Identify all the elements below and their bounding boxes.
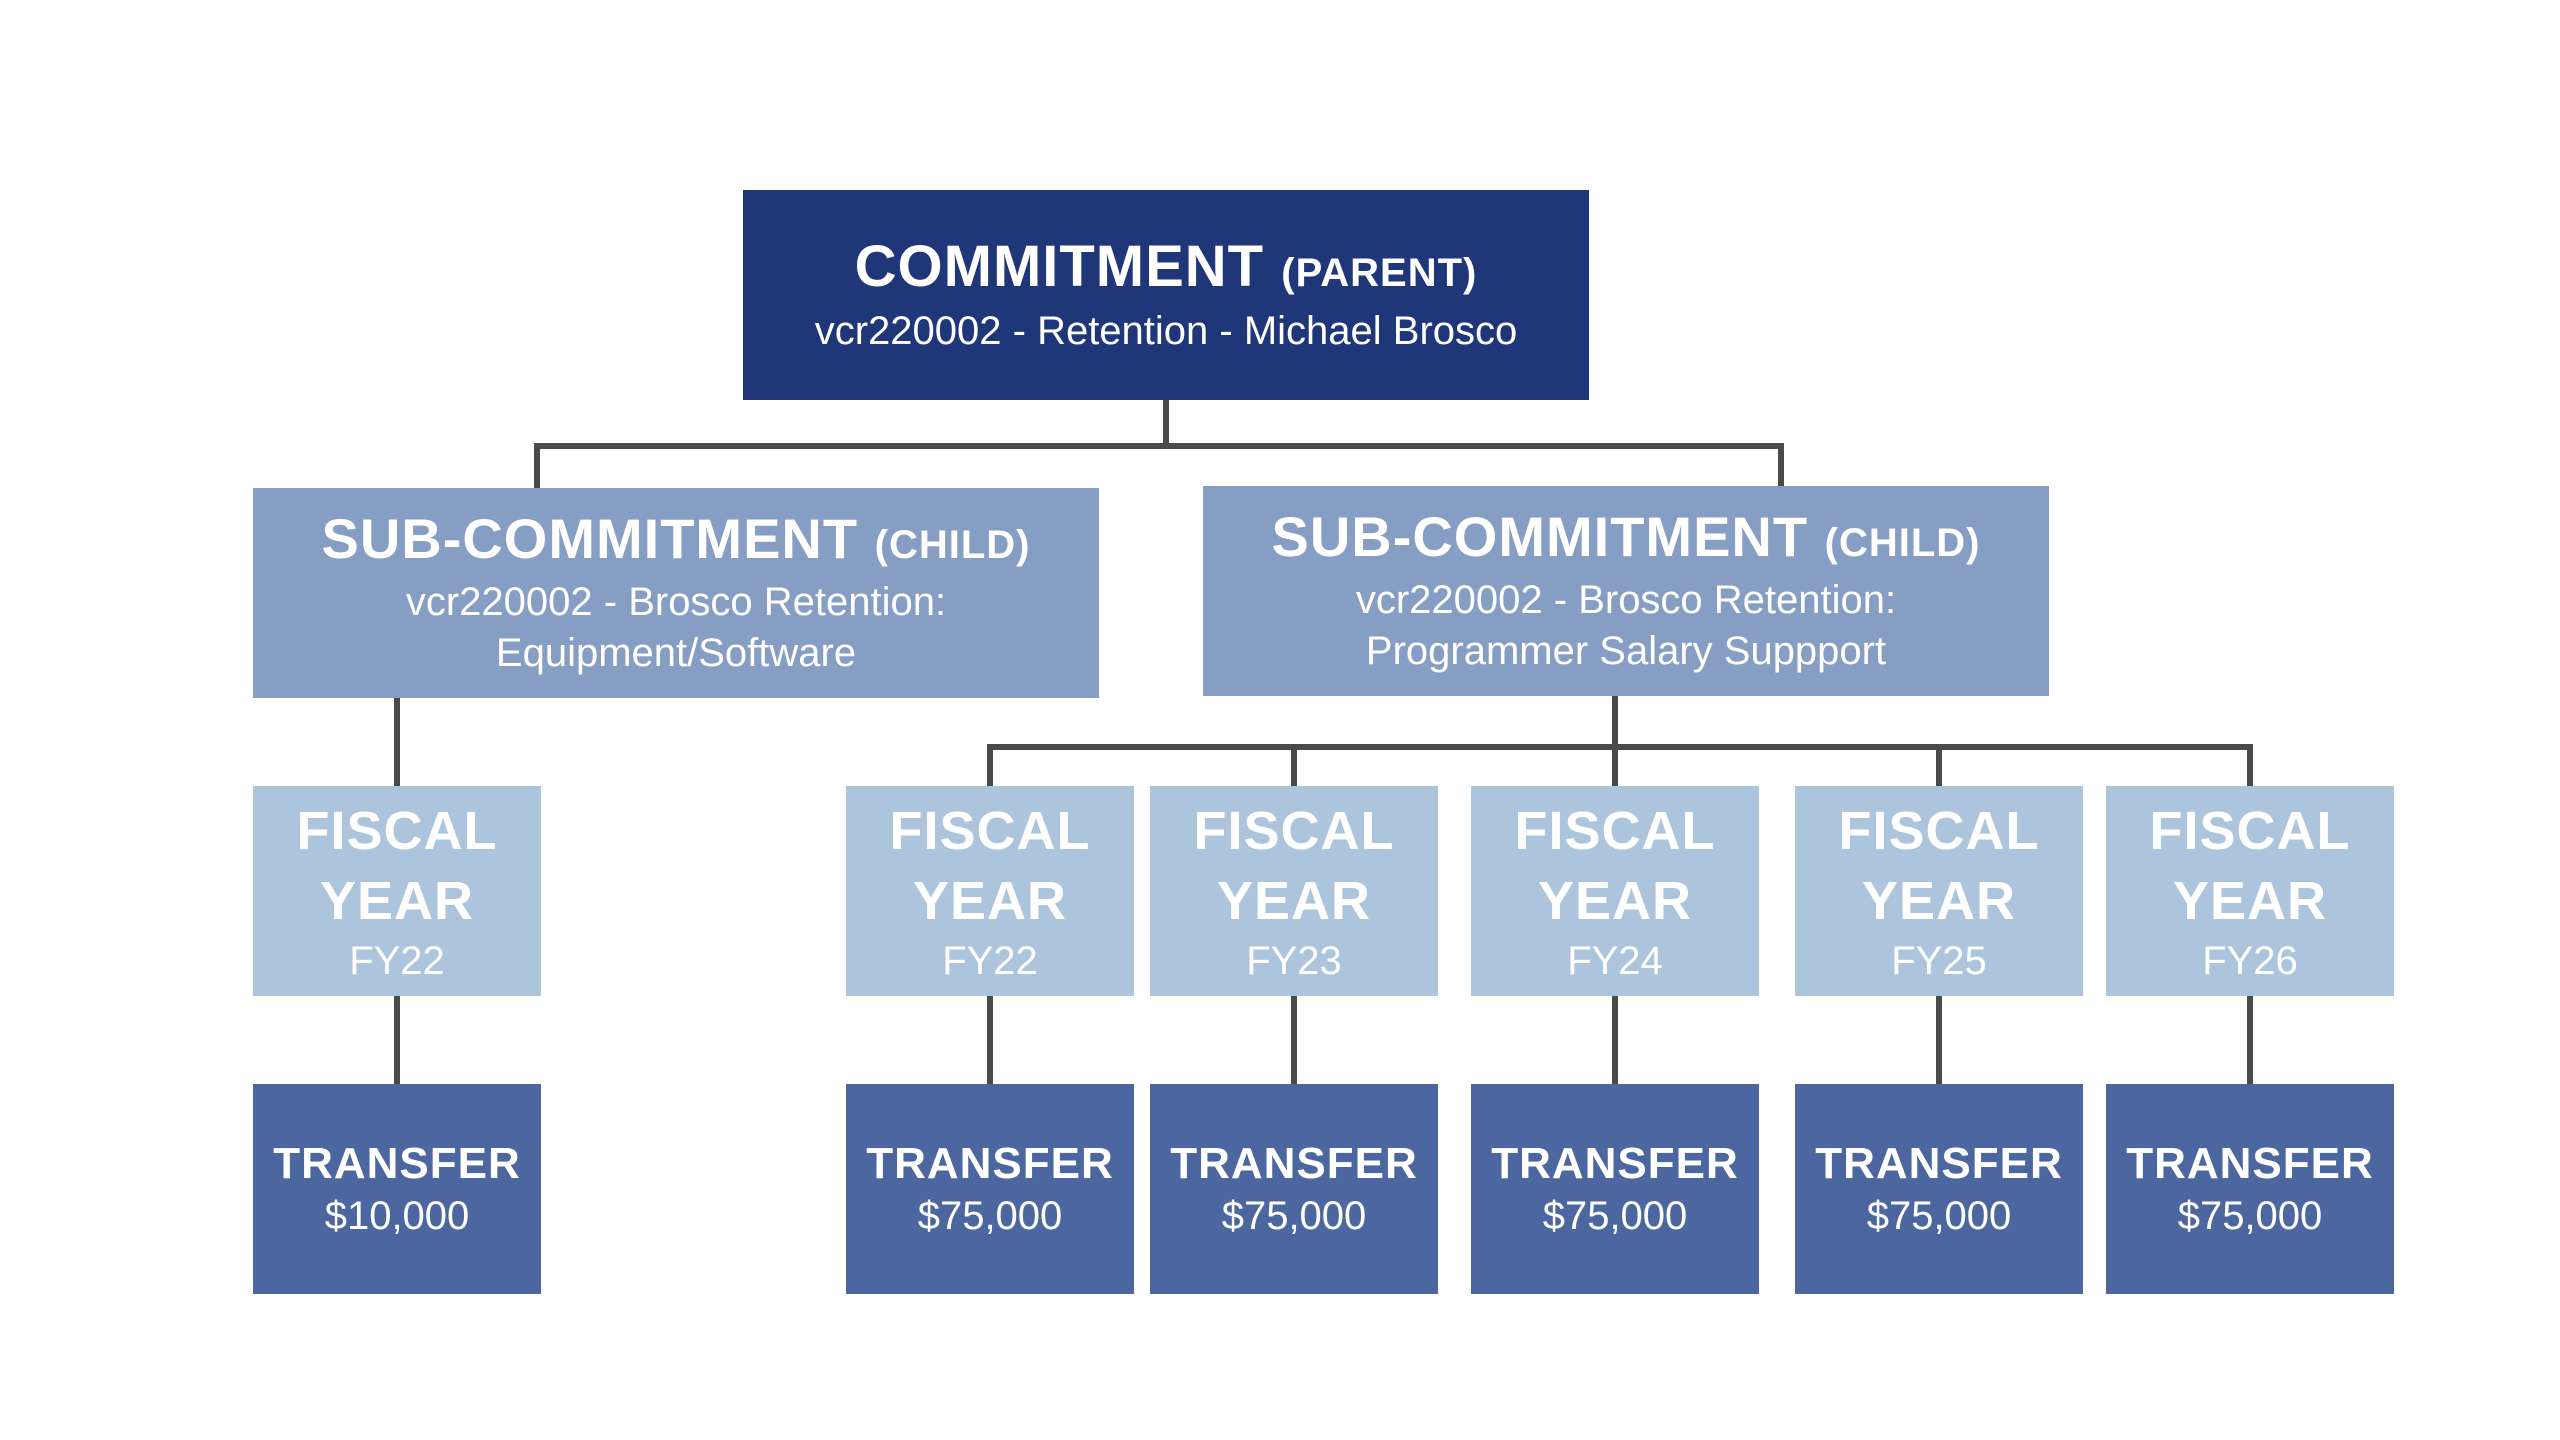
commitment-parent-box: COMMITMENT (PARENT) vcr220002 - Retentio… [743, 190, 1589, 400]
fiscal-year-label: FISCAL YEAR [889, 801, 1091, 931]
fiscal-year-label: FISCAL YEAR [1838, 801, 2040, 931]
fiscal-year-label: FISCAL YEAR [1193, 801, 1395, 931]
transfer-box: TRANSFER $75,000 [846, 1084, 1134, 1294]
sub-commitment-subtitle: vcr220002 - Brosco Retention: Programmer… [1355, 578, 1897, 673]
transfer-amount: $75,000 [1542, 1194, 1688, 1238]
transfer-label: TRANSFER [1815, 1139, 2063, 1188]
commitment-title: COMMITMENT [854, 233, 1265, 299]
fiscal-year-box: FISCAL YEAR FY23 [1150, 786, 1438, 996]
fiscal-year-value: FY22 [349, 939, 445, 983]
fiscal-year-box: FISCAL YEAR FY26 [2106, 786, 2394, 996]
transfer-amount: $10,000 [324, 1194, 470, 1238]
transfer-box: TRANSFER $75,000 [1795, 1084, 2083, 1294]
fiscal-year-box: FISCAL YEAR FY22 [253, 786, 541, 996]
sub-commitment-title: SUB-COMMITMENT [1271, 505, 1809, 568]
transfer-amount: $75,000 [2177, 1194, 2323, 1238]
transfer-label: TRANSFER [273, 1139, 521, 1188]
fiscal-year-box: FISCAL YEAR FY24 [1471, 786, 1759, 996]
sub-commitment-subtitle: vcr220002 - Brosco Retention: Equipment/… [405, 580, 947, 675]
transfer-label: TRANSFER [866, 1139, 1114, 1188]
fiscal-year-label: FISCAL YEAR [296, 801, 498, 931]
parent-to-children-connector [534, 397, 1784, 491]
sub-commitment-title: SUB-COMMITMENT [321, 507, 859, 570]
sub-commitment-tag: (CHILD) [1824, 521, 1981, 565]
sub-commitment-tag: (CHILD) [874, 523, 1031, 567]
transfer-box: TRANSFER $10,000 [253, 1084, 541, 1294]
commitment-subtitle: vcr220002 - Retention - Michael Brosco [814, 308, 1518, 353]
fiscal-year-value: FY24 [1567, 939, 1663, 983]
fiscal-year-box: FISCAL YEAR FY22 [846, 786, 1134, 996]
transfer-box: TRANSFER $75,000 [2106, 1084, 2394, 1294]
transfer-amount: $75,000 [917, 1194, 1063, 1238]
fiscal-year-value: FY26 [2202, 939, 2298, 983]
child2-to-fiscal-connector [987, 695, 2253, 789]
fiscal-to-transfer-connector [394, 993, 2253, 1087]
transfer-box: TRANSFER $75,000 [1471, 1084, 1759, 1294]
transfer-box: TRANSFER $75,000 [1150, 1084, 1438, 1294]
transfer-label: TRANSFER [2126, 1139, 2374, 1188]
fiscal-year-label: FISCAL YEAR [2149, 801, 2351, 931]
transfer-amount: $75,000 [1221, 1194, 1367, 1238]
transfer-label: TRANSFER [1170, 1139, 1418, 1188]
fiscal-year-value: FY25 [1891, 939, 1987, 983]
transfer-label: TRANSFER [1491, 1139, 1739, 1188]
fiscal-year-label: FISCAL YEAR [1514, 801, 1716, 931]
transfer-amount: $75,000 [1866, 1194, 2012, 1238]
sub-commitment-box-equipment: SUB-COMMITMENT (CHILD) vcr220002 - Brosc… [253, 488, 1099, 698]
fiscal-year-box: FISCAL YEAR FY25 [1795, 786, 2083, 996]
fiscal-year-value: FY23 [1246, 939, 1342, 983]
sub-commitment-box-salary: SUB-COMMITMENT (CHILD) vcr220002 - Brosc… [1203, 486, 2049, 696]
fiscal-year-value: FY22 [942, 939, 1038, 983]
commitment-tag: (PARENT) [1281, 250, 1478, 295]
